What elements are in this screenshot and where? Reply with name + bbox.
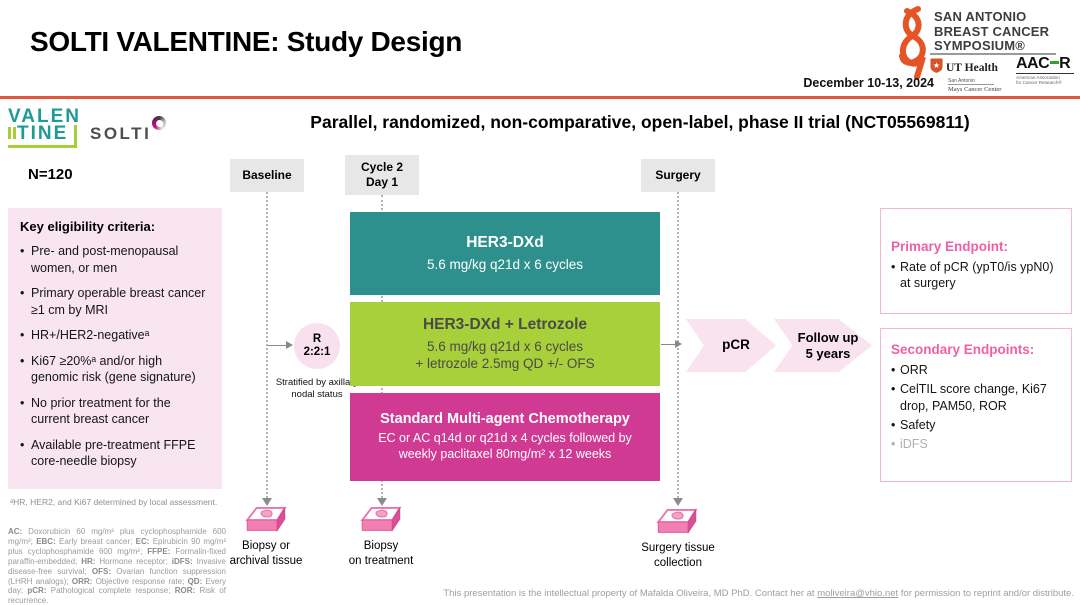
secondary-endpoint-idfs: iDFS <box>891 436 1063 453</box>
to-pcr-arrow <box>661 344 677 345</box>
abbreviation: OFS: Ovarian function suppression (LHRH … <box>8 566 226 586</box>
eligibility-item: Ki67 ≥20%ᵃ and/or high genomic risk (gen… <box>20 353 212 386</box>
secondary-endpoint-item: ORR <box>891 362 1063 379</box>
abbreviation: pCR: Pathological complete response; <box>27 586 171 596</box>
contact-email-link[interactable]: moliveira@vhio.net <box>817 588 899 599</box>
to-pcr-arrowhead-icon <box>675 340 682 348</box>
abbreviation: ORR: Objective response rate; <box>71 576 185 586</box>
ut-cancer-center: Mays Cancer Center <box>948 86 1002 93</box>
eligibility-item: Available pre-treatment FFPE core-needle… <box>20 437 212 470</box>
trial-subtitle: Parallel, randomized, non-comparative, o… <box>310 112 970 132</box>
ut-health-logo: ★ UT Health San Antonio Mays Cancer Cent… <box>930 58 1010 93</box>
baseline-arrowhead-icon <box>262 498 272 506</box>
header-accent-line <box>0 96 1080 99</box>
aacr-green-dash <box>1049 60 1059 64</box>
sabcs-line1: SAN ANTONIO <box>934 9 1027 24</box>
aacr-subtitle: American Association for Cancer Research… <box>1016 75 1062 86</box>
secondary-endpoint-item: CelTIL score change, Ki67 drop, PAM50, R… <box>891 381 1063 414</box>
arm-her3-dxd: HER3-DXd 5.6 mg/kg q21d x 6 cycles <box>350 212 660 295</box>
cycle2-arrowhead-icon <box>377 498 387 506</box>
valentine-wordmark-line1: VALEN <box>8 106 81 127</box>
conference-date: December 10-13, 2024 <box>803 76 934 90</box>
sabcs-line3: SYMPOSIUM® <box>934 38 1026 53</box>
biopsy-archival-label: Biopsy or archival tissue <box>229 540 303 567</box>
valentine-logo: VALEN TINE <box>8 106 81 148</box>
eligibility-item: Primary operable breast cancer ≥1 cm by … <box>20 285 212 318</box>
randomization-arrow <box>268 345 288 346</box>
surgery-cassette-icon <box>655 508 699 538</box>
sabcs-divider <box>930 53 1056 55</box>
abbreviation: HR: Hormone receptor; <box>81 556 168 566</box>
timeline-cycle2-day1: Cycle 2 Day 1 <box>345 155 419 195</box>
abbreviation: EBC: Early breast cancer; <box>36 536 133 546</box>
primary-endpoint-item: Rate of pCR (ypT0/is ypN0) at surgery <box>891 259 1063 292</box>
pcr-chevron: pCR <box>686 319 776 372</box>
valentine-bars-icon <box>8 126 17 144</box>
solti-ring-icon <box>152 116 166 130</box>
randomization-arrowhead-icon <box>286 341 293 349</box>
abbreviation: FFPE: Formalin-fixed paraffin-embedded; <box>8 546 227 566</box>
primary-endpoint-box: Primary Endpoint: Rate of pCR (ypT0/is y… <box>880 208 1072 314</box>
arm-chemotherapy: Standard Multi-agent Chemotherapy EC or … <box>350 393 660 481</box>
biopsy-on-treatment-label: Biopsy on treatment <box>348 540 414 567</box>
page-title: SOLTI VALENTINE: Study Design <box>30 26 463 57</box>
secondary-endpoints-heading: Secondary Endpoints: <box>891 342 1035 357</box>
abbreviation: EC: Epirubicin 90 mg/m² plus cyclophosph… <box>8 536 226 556</box>
baseline-dotted-line <box>266 192 268 498</box>
eligibility-item: HR+/HER2-negativeᵃ <box>20 327 212 344</box>
ut-health-city: San Antonio <box>948 78 994 85</box>
solti-logo: SOLTI <box>90 124 152 143</box>
stratification-note: Stratified by axillary nodal status <box>275 377 359 401</box>
ut-shield-icon: ★ <box>930 58 943 78</box>
abbreviation: QD: Every day; <box>8 576 226 596</box>
abbreviation: iDFS: Invasive disease-free survival; <box>8 556 227 576</box>
sabcs-ribbon-icon <box>894 4 930 85</box>
secondary-endpoint-item: Safety <box>891 417 1063 434</box>
abbreviation: AC: Doxorubicin 60 mg/m² plus cyclophosp… <box>8 527 226 546</box>
eligibility-list: Pre- and post-menopausal women, or menPr… <box>20 243 212 470</box>
sabcs-line2: BREAST CANCER <box>934 23 1050 39</box>
arm-her3-dxd-letrozole: HER3-DXd + Letrozole 5.6 mg/kg q21d x 6 … <box>350 302 660 386</box>
valentine-wordmark-line2: TINE <box>17 123 69 144</box>
followup-chevron: Follow up 5 years <box>774 319 872 372</box>
biopsy-cassette-icon <box>359 506 403 536</box>
timeline-surgery: Surgery <box>641 159 715 192</box>
surgery-tissue-label: Surgery tissue collection <box>641 542 715 569</box>
sample-size: N=120 <box>28 166 73 183</box>
eligibility-item: No prior treatment for the current breas… <box>20 395 212 428</box>
ip-disclaimer: This presentation is the intellectual pr… <box>443 588 1074 599</box>
eligibility-box: Key eligibility criteria: Pre- and post-… <box>8 208 222 489</box>
ut-health-name: UT Health <box>946 62 998 74</box>
secondary-endpoints-list: ORR CelTIL score change, Ki67 drop, PAM50… <box>891 362 1063 433</box>
secondary-endpoints-box: Secondary Endpoints: ORR CelTIL score cha… <box>880 328 1072 482</box>
primary-endpoint-list: Rate of pCR (ypT0/is ypN0) at surgery <box>891 259 1063 292</box>
aacr-rule <box>1016 73 1074 74</box>
valentine-bracket: TINE <box>8 123 78 148</box>
biopsy-cassette-icon <box>244 506 288 536</box>
sabcs-wordmark: SAN ANTONIO BREAST CANCER SYMPOSIUM® <box>934 9 1050 54</box>
svg-text:★: ★ <box>933 61 940 70</box>
eligibility-item: Pre- and post-menopausal women, or men <box>20 243 212 276</box>
timeline-baseline: Baseline <box>230 159 304 192</box>
local-assessment-footnote: ᵃHR, HER2, and Ki67 determined by local … <box>10 497 218 507</box>
primary-endpoint-heading: Primary Endpoint: <box>891 239 1009 254</box>
randomization-circle: R 2:2:1 <box>294 323 340 369</box>
abbreviation: ROR: Risk of recurrence. <box>8 586 226 605</box>
surgery-arrowhead-icon <box>673 498 683 506</box>
eligibility-heading: Key eligibility criteria: <box>20 219 156 234</box>
abbreviations: AC: Doxorubicin 60 mg/m² plus cyclophosp… <box>8 527 226 605</box>
